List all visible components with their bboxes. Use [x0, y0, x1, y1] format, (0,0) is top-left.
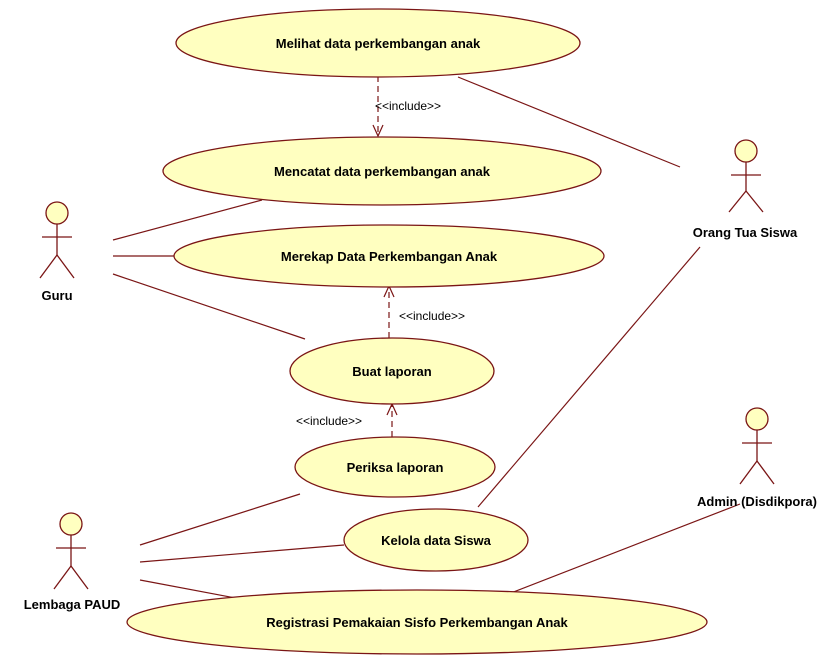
use-case-kelola-siswa[interactable]: Kelola data Siswa — [343, 508, 529, 572]
assoc-orangtua-melihat — [457, 76, 681, 168]
use-case-melihat[interactable]: Melihat data perkembangan anak — [175, 8, 581, 78]
use-case-periksa-laporan-label: Periksa laporan — [347, 460, 444, 475]
use-case-merekap[interactable]: Merekap Data Perkembangan Anak — [173, 224, 605, 288]
use-case-mencatat-label: Mencatat data perkembangan anak — [274, 164, 491, 179]
assoc-lembaga-kelola — [139, 544, 345, 563]
actor-orang-tua-label: Orang Tua Siswa — [693, 225, 798, 240]
actor-guru[interactable]: Guru — [39, 201, 75, 303]
include-label-melihat-mencatat: <<include>> — [375, 99, 441, 113]
use-case-merekap-label: Merekap Data Perkembangan Anak — [281, 249, 498, 264]
associations — [112, 76, 741, 606]
actor-orang-tua-icon — [728, 139, 764, 213]
use-case-buat-laporan-label: Buat laporan — [352, 364, 432, 379]
actor-lembaga-label: Lembaga PAUD — [24, 597, 121, 612]
assoc-guru-buat-laporan — [112, 273, 306, 340]
assoc-lembaga-periksa — [139, 493, 301, 546]
actor-admin[interactable]: Admin (Disdikpora) — [697, 407, 817, 509]
use-case-periksa-laporan[interactable]: Periksa laporan — [294, 436, 496, 498]
assoc-orangtua-kelola — [477, 246, 701, 508]
actor-admin-icon — [739, 407, 775, 485]
use-case-kelola-siswa-label: Kelola data Siswa — [381, 533, 492, 548]
include-arrow-mencatat — [372, 124, 384, 138]
actor-admin-label: Admin (Disdikpora) — [697, 494, 817, 509]
actor-guru-label: Guru — [41, 288, 72, 303]
include-label-buat-merekap: <<include>> — [399, 309, 465, 323]
actor-lembaga-icon — [53, 512, 89, 590]
actor-guru-icon — [39, 201, 75, 279]
use-case-melihat-label: Melihat data perkembangan anak — [276, 36, 481, 51]
use-case-registrasi-label: Registrasi Pemakaian Sisfo Perkembangan … — [266, 615, 568, 630]
assoc-guru-mencatat — [112, 199, 263, 241]
use-case-registrasi[interactable]: Registrasi Pemakaian Sisfo Perkembangan … — [126, 589, 708, 655]
include-label-periksa-buat: <<include>> — [296, 414, 362, 428]
assoc-admin-registrasi — [479, 503, 741, 606]
use-case-buat-laporan[interactable]: Buat laporan — [289, 337, 495, 405]
actor-orang-tua[interactable]: Orang Tua Siswa — [693, 139, 798, 240]
actor-lembaga[interactable]: Lembaga PAUD — [24, 512, 121, 612]
use-case-mencatat[interactable]: Mencatat data perkembangan anak — [162, 136, 602, 206]
